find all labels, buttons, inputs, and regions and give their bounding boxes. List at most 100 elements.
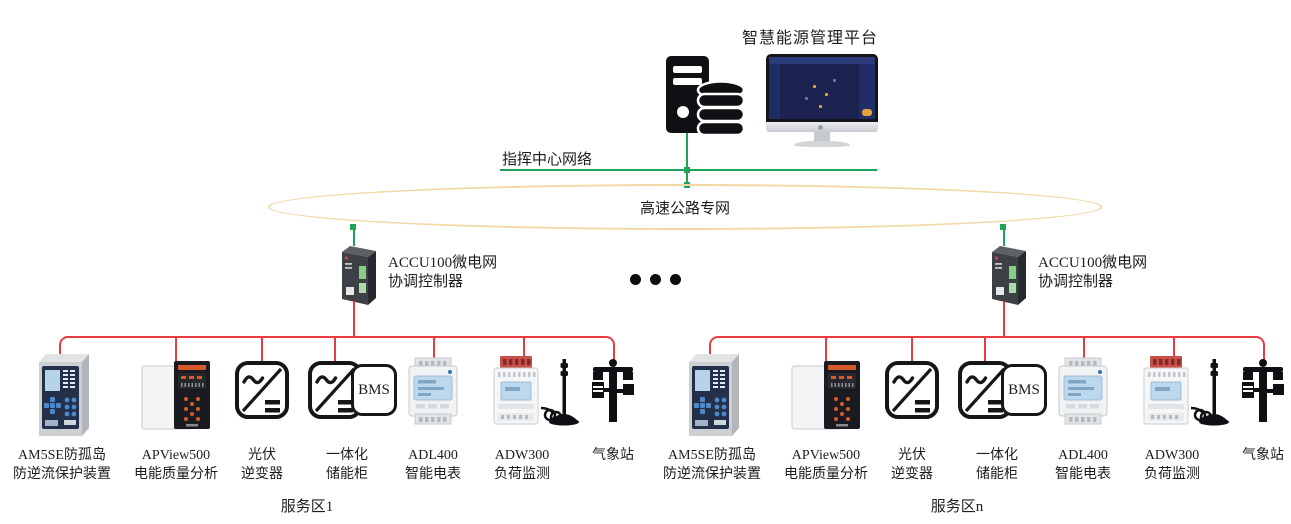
power-quality-analyzer-icon <box>141 361 210 430</box>
service-area-label: 服务区n <box>930 499 984 515</box>
device-drop-line <box>175 338 177 362</box>
device-label: AM5SE防孤岛 防逆流保护装置 <box>647 446 777 484</box>
device-bus <box>59 336 615 362</box>
device-label-line2: 电能质量分析 <box>784 467 868 482</box>
pv-inverter-icon <box>235 361 289 419</box>
controller-label-line2: 协调控制器 <box>388 274 464 290</box>
dashboard-panel <box>859 64 875 119</box>
device-label-line2: 防逆流保护装置 <box>663 467 761 482</box>
dashboard-screen <box>769 57 875 119</box>
device-label-line1: AM5SE防孤岛 <box>668 448 756 463</box>
controller-feed-line <box>1003 301 1005 337</box>
device-label-line2: 储能柜 <box>976 467 1018 482</box>
ellipsis-dot <box>670 274 681 285</box>
device-label-line1: 一体化 <box>326 448 368 463</box>
device-label-line2: 逆变器 <box>241 467 283 482</box>
device-label: ADW300 负荷监测 <box>1107 446 1237 484</box>
controller-label-line2: 协调控制器 <box>1038 274 1114 290</box>
bms-badge: BMS <box>351 364 397 416</box>
platform-monitor <box>766 54 878 147</box>
dashboard-chart <box>862 109 872 116</box>
monitor-screen <box>766 54 878 122</box>
device-label-line1: AM5SE防孤岛 <box>18 448 106 463</box>
backbone-network-label: 高速公路专网 <box>639 200 730 217</box>
ellipsis-dot <box>630 274 641 285</box>
energy-meter-icon <box>408 357 458 425</box>
map-dot <box>833 79 836 82</box>
map-dot <box>805 97 808 100</box>
device-label-line1: APView500 <box>141 448 211 463</box>
accu100-controller-icon <box>992 246 1026 305</box>
ellipsis-dot <box>650 274 661 285</box>
controller-uplink-line <box>353 227 355 246</box>
device-drop-line <box>1173 338 1175 358</box>
monitor-base <box>794 141 850 147</box>
accu100-controller-icon <box>342 246 376 305</box>
load-monitor-icon <box>493 356 539 425</box>
device-label: AM5SE防孤岛 防逆流保护装置 <box>0 446 127 484</box>
device-label: ADL400 智能电表 <box>1018 446 1148 484</box>
pv-inverter-icon <box>885 361 939 419</box>
protection-relay-icon <box>689 354 739 436</box>
monitor-chin <box>766 122 878 132</box>
protection-relay-icon <box>39 354 89 436</box>
dashboard-header <box>769 57 875 64</box>
weather-station-icon <box>592 359 634 422</box>
device-label: 气象站 <box>548 446 678 465</box>
device-label: ADW300 负荷监测 <box>457 446 587 484</box>
device-label: 光伏 逆变器 <box>197 446 327 484</box>
device-label-line2: 电能质量分析 <box>134 467 218 482</box>
bms-badge-label: BMS <box>358 381 390 398</box>
device-label-line2: 储能柜 <box>326 467 368 482</box>
dashboard-sidebar <box>769 64 780 119</box>
map-dot <box>825 93 828 96</box>
device-drop-line <box>433 338 435 360</box>
load-monitor-icon <box>1143 356 1189 425</box>
controller-label-line1: ACCU100微电网 <box>1038 255 1148 271</box>
device-bus <box>709 336 1265 362</box>
device-label: APView500 电能质量分析 <box>111 446 241 484</box>
device-label: ADL400 智能电表 <box>368 446 498 484</box>
service-area: ACCU100微电网 协调控制器 <box>0 224 634 515</box>
device-drop-line <box>1083 338 1085 360</box>
device-label-line2: 防逆流保护装置 <box>13 467 111 482</box>
monitor-stand <box>814 132 830 141</box>
device-label-line1: 光伏 <box>898 448 926 463</box>
controller-label: ACCU100微电网 协调控制器 <box>1038 254 1147 292</box>
bms-badge: BMS <box>1001 364 1047 416</box>
device-label-line2: 负荷监测 <box>1144 467 1200 482</box>
device-label-line1: ADW300 <box>1144 448 1200 463</box>
monitor-logo-dot <box>818 125 823 130</box>
command-network-label: 指挥中心网络 <box>502 152 593 168</box>
device-drop-line <box>825 338 827 362</box>
device-label-line1: ADL400 <box>408 448 458 463</box>
device-drop-line <box>911 338 913 364</box>
device-label: APView500 电能质量分析 <box>761 446 891 484</box>
service-area-label: 服务区1 <box>280 499 334 515</box>
controller-feed-line <box>353 301 355 337</box>
map-dot <box>819 105 822 108</box>
platform-uplink-line <box>686 128 688 187</box>
energy-storage-bms-icon <box>958 361 1012 419</box>
device-label-line1: 光伏 <box>248 448 276 463</box>
controller-uplink-line <box>1003 227 1005 246</box>
device-label-line1: ADW300 <box>494 448 550 463</box>
power-quality-analyzer-icon <box>791 361 860 430</box>
network-node-dot <box>350 224 356 230</box>
device-label: 气象站 <box>1198 446 1291 465</box>
device-label-line1: APView500 <box>791 448 861 463</box>
device-drop-line <box>523 338 525 358</box>
device-drop-line <box>984 338 986 364</box>
device-drop-line <box>261 338 263 364</box>
device-label: 一体化 储能柜 <box>282 446 412 484</box>
network-node-dot <box>1000 224 1006 230</box>
device-label-line2: 智能电表 <box>405 467 461 482</box>
device-label-line2: 智能电表 <box>1055 467 1111 482</box>
service-area: ACCU100微电网 协调控制器 <box>650 0 1291 524</box>
antenna-icon <box>1191 359 1229 426</box>
controller-label-line1: ACCU100微电网 <box>388 255 498 271</box>
device-label: 光伏 逆变器 <box>847 446 977 484</box>
device-label-line1: 气象站 <box>592 448 634 463</box>
network-node-dot <box>684 167 690 173</box>
